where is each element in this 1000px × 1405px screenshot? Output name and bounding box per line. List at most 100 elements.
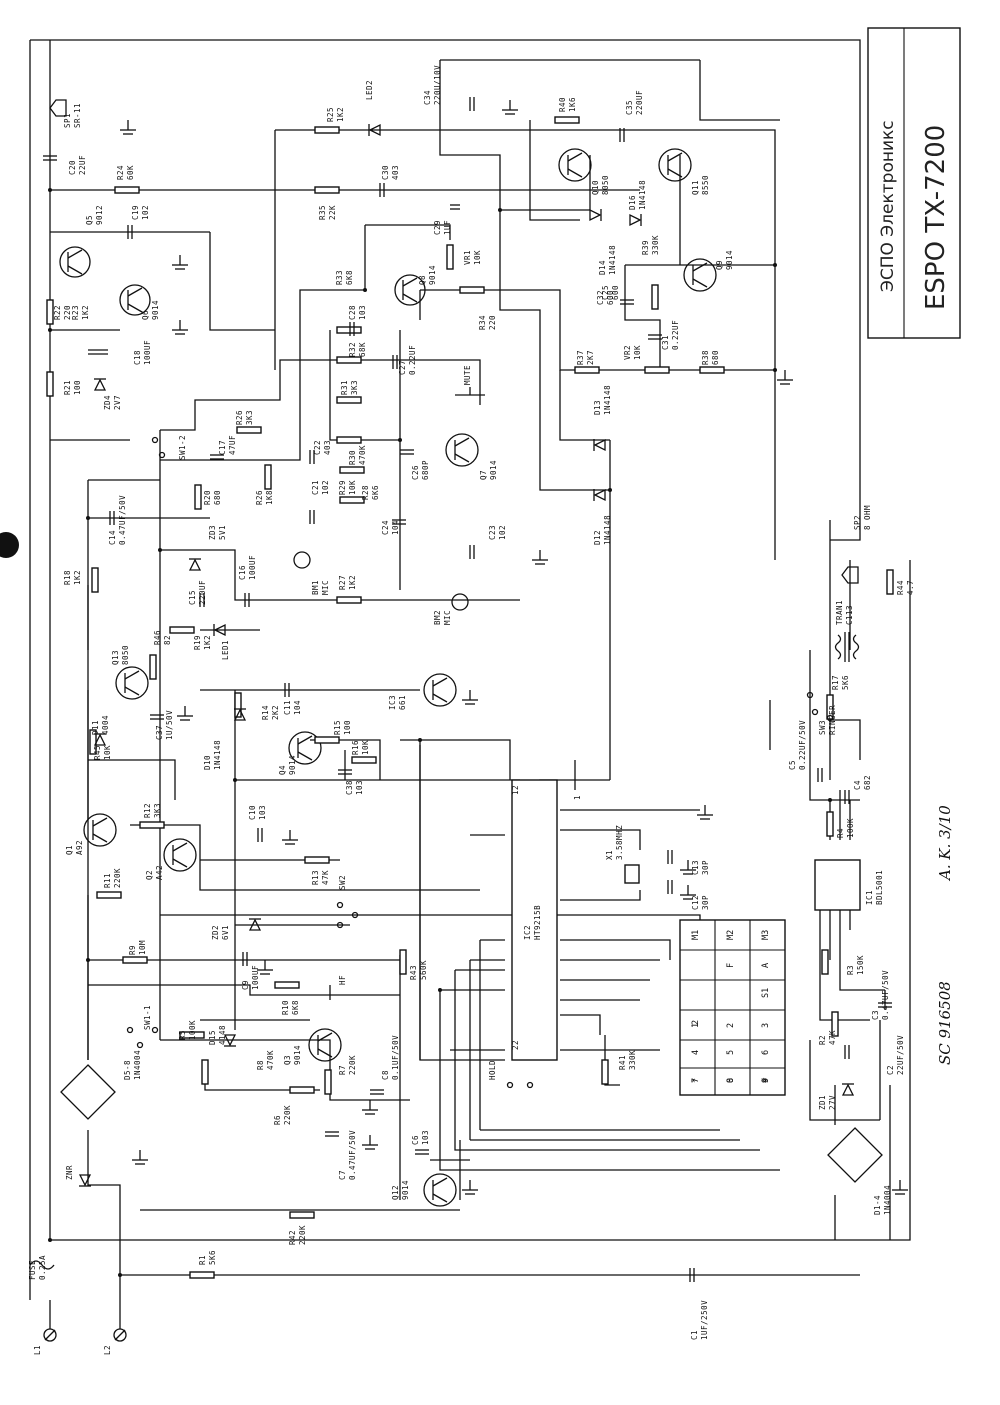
keypad-key-label: 6: [761, 1050, 771, 1055]
label-d12-value: 1N4148: [603, 515, 612, 545]
label-c18-ref: C18: [133, 350, 142, 365]
label-c29-ref: C29: [433, 220, 442, 235]
label-q7-value: 9014: [489, 460, 498, 480]
label-r12-value: 3K3: [153, 803, 162, 818]
label-c8-ref: C8: [381, 1070, 390, 1080]
label-r3-value: 150K: [856, 955, 865, 975]
label-r27-value: 1K2: [348, 575, 357, 590]
label-zd1-value: 27V: [828, 1095, 837, 1110]
label-c35-value: 220UF: [635, 90, 644, 115]
transistor-q8: [394, 274, 426, 306]
label-q10-ref: Q10: [591, 180, 600, 195]
label-hf-ref: HF: [338, 975, 347, 985]
label-c24-ref: C24: [381, 520, 390, 535]
label-zd3-ref: ZD3: [208, 525, 217, 540]
label-r43-ref: R43: [409, 965, 418, 980]
label-c5-ref: C5: [788, 760, 797, 770]
label-c25-value: 600: [611, 285, 620, 300]
label-ic2-ref: IC2: [523, 925, 532, 940]
label-d16-value: 1N4148: [638, 180, 647, 210]
keypad-grid: [679, 919, 786, 1096]
label-r16-value: 10K: [361, 740, 370, 755]
label-r46-ref: R46: [153, 630, 162, 645]
label-bm2-value: MIC: [443, 610, 452, 625]
label-r41-value: 330K: [628, 1050, 637, 1070]
label-q2-value: A42: [155, 865, 164, 880]
label-r18-value: 1K2: [73, 570, 82, 585]
label-r26b-ref: R26: [255, 490, 264, 505]
label-r27-ref: R27: [338, 575, 347, 590]
label-q13-value: 8050: [121, 645, 130, 665]
label-d15-value: 4148: [218, 1025, 227, 1045]
label-q3-value: 9014: [293, 1045, 302, 1065]
label-r26b-value: 1K8: [265, 490, 274, 505]
label-q2-ref: Q2: [145, 870, 154, 880]
label-q13-ref: Q13: [111, 650, 120, 665]
label-r30-value: 470K: [358, 445, 367, 465]
label-ic3-value: 661: [398, 695, 407, 710]
keypad-key-label: 9: [761, 1078, 771, 1083]
label-r22-value: 220: [63, 305, 72, 320]
transistor-q9: [683, 258, 717, 292]
label-c3-value: 0.47UF/50V: [881, 970, 890, 1020]
label-c15-value: 220UF: [198, 580, 207, 605]
keypad-key-label: 2: [726, 1023, 736, 1028]
label-r20-ref: R20: [203, 490, 212, 505]
label-r21-value: 100: [73, 380, 82, 395]
label-c12-ref: C12: [691, 895, 700, 910]
label-q4-value: 9014: [288, 755, 297, 775]
label-c8-value: 0.1UF/50V: [391, 1035, 400, 1080]
label-r41-ref: R41: [618, 1055, 627, 1070]
label-r37-value: 2K7: [586, 350, 595, 365]
label-r24-ref: R24: [116, 165, 125, 180]
label-ic2-value: HT9215B: [533, 905, 542, 940]
label-led2-ref: LED2: [365, 80, 374, 100]
label-bm1-value: MIC: [321, 580, 330, 595]
label-c5-value: 0.22UF/50V: [798, 720, 807, 770]
label-c28-ref: C28: [348, 305, 357, 320]
label-c30-value: 403: [391, 165, 400, 180]
label-c26-value: 680P: [421, 460, 430, 480]
keypad-key-label: A: [761, 963, 771, 968]
label-c31-ref: C31: [661, 335, 670, 350]
label-c2-ref: C2: [886, 1065, 895, 1075]
transistor-q5: [59, 246, 91, 278]
label-znr-ref: ZNR: [65, 1165, 74, 1180]
label-q9-value: 9014: [725, 250, 734, 270]
diodes: [60, 123, 883, 1187]
label-c37-ref: C37: [155, 725, 164, 740]
label-c9-ref: C9: [241, 980, 250, 990]
label-d14-ref: D14: [598, 260, 607, 275]
label-c31-value: 0.22UF: [671, 320, 680, 350]
label-r23-value: 1K2: [81, 305, 90, 320]
label-r17-value: 5K6: [841, 675, 850, 690]
punch-hole-mark: [0, 532, 19, 558]
label-c38-ref: C38: [345, 780, 354, 795]
label-c15-ref: C15: [188, 590, 197, 605]
label-tran1-value: C113: [845, 605, 854, 625]
label-sp2-value: 8 OHM: [863, 505, 872, 530]
label-c23-ref: C23: [488, 525, 497, 540]
label-r29-value: 10K: [348, 480, 357, 495]
label-c11-value: 104: [293, 700, 302, 715]
keypad-key-label: 2: [691, 1020, 701, 1025]
label-fuse-value: 0.25A: [38, 1255, 47, 1280]
label-c1-value: 1UF/250V: [700, 1300, 709, 1340]
label-q6-ref: Q6: [141, 310, 150, 320]
label-q4-ref: Q4: [278, 765, 287, 775]
label-sp1-ref: SP1: [63, 113, 72, 128]
label-d13-value: 1N4148: [603, 385, 612, 415]
label-c20-ref: C20: [68, 160, 77, 175]
label-c35-ref: C35: [625, 100, 634, 115]
label-d11-ref: D11: [91, 720, 100, 735]
keypad-key-label: 7: [691, 1078, 701, 1083]
label-c20-value: 22UF: [78, 155, 87, 175]
label-c14-value: 0.47UF/50V: [118, 495, 127, 545]
label-c17-ref: C17: [218, 440, 227, 455]
label-d10-value: 1N4148: [213, 740, 222, 770]
label-c16-ref: C16: [238, 565, 247, 580]
label-ic2-pin1-ref: 1: [573, 795, 582, 800]
label-c6-value: 103: [421, 1130, 430, 1145]
